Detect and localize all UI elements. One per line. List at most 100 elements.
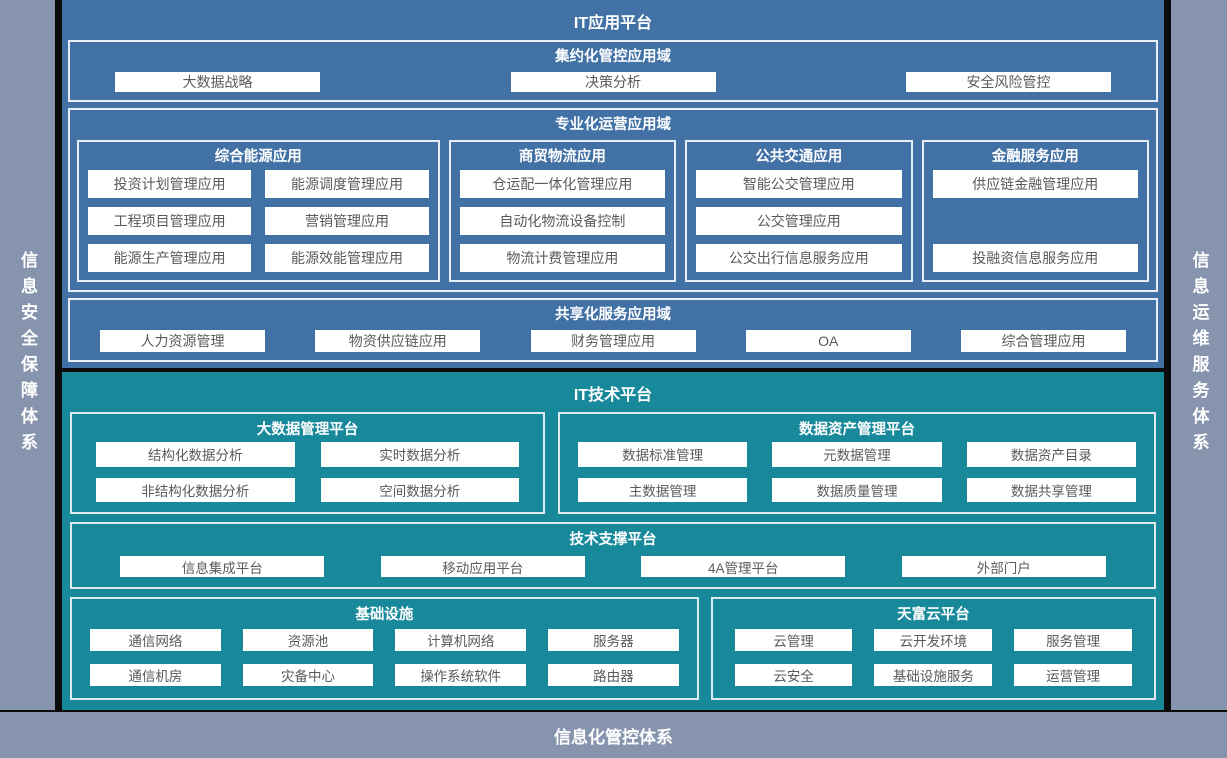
diagram-node: 移动应用平台 [380, 556, 585, 577]
diagram-node: 外部门户 [901, 556, 1106, 577]
diagram-node: 通信网络 [90, 629, 221, 651]
diagram-node: 仓运配一体化管理应用 [459, 170, 666, 198]
right-sidebar-label: 信息运维服务体系 [1189, 251, 1209, 459]
diagram-node: 工程项目管理应用 [88, 207, 252, 235]
group-finance: 金融服务应用 供应链金融管理应用 投融资信息服务应用 [921, 140, 1150, 282]
diagram-content: IT应用平台 集约化管控应用域 大数据战略 决策分析 安全风险管控 专业化运营应… [62, 0, 1164, 710]
app-platform-title: IT应用平台 [573, 15, 653, 32]
diagram-node: 云开发环境 [874, 629, 993, 651]
diagram-node: 物资供应链应用 [315, 330, 481, 352]
diagram-node: 路由器 [548, 664, 679, 686]
cloud-grid: 云管理 云开发环境 服务管理 云安全 基础设施服务 运营管理 [713, 627, 1154, 698]
diagram-node: 投融资信息服务应用 [932, 244, 1139, 272]
diagram-node: 能源生产管理应用 [88, 244, 252, 272]
bottom-bar-label: 信息化管控体系 [554, 727, 673, 747]
group-logistics: 商贸物流应用 仓运配一体化管理应用 自动化物流设备控制 物流计费管理应用 [448, 140, 677, 282]
bigdata-platform-title: 大数据管理平台 [256, 422, 359, 438]
diagram-node: 营销管理应用 [265, 207, 429, 235]
diagram-node: 安全风险管控 [906, 72, 1111, 92]
diagram-node: 综合管理应用 [961, 330, 1126, 352]
diagram-node: 灾备中心 [242, 664, 374, 686]
diagram-node: 元数据管理 [772, 442, 942, 467]
data-asset-platform-title: 数据资产管理平台 [799, 422, 915, 438]
data-asset-platform-box: 数据资产管理平台 数据标准管理 元数据管理 数据资产目录 主数据管理 数据质量管… [558, 412, 1156, 514]
diagram-node: 数据资产目录 [966, 442, 1136, 467]
specialized-domain-box: 专业化运营应用域 综合能源应用 投资计划管理应用 能源调度管理应用 工程项目管理… [68, 108, 1158, 292]
bottom-divider [0, 710, 1227, 712]
diagram-node: 数据质量管理 [772, 477, 942, 502]
diagram-node: 投资计划管理应用 [88, 170, 252, 198]
tech-body: 大数据管理平台 结构化数据分析 实时数据分析 非结构化数据分析 空间数据分析 数… [62, 412, 1164, 710]
diagram-node: 主数据管理 [578, 477, 748, 502]
diagram-node: 数据标准管理 [578, 442, 748, 467]
diagram-node: 决策分析 [510, 72, 716, 92]
main-row: 信息安全保障体系 IT应用平台 集约化管控应用域 大数据战略 决策分析 安全风险… [0, 0, 1209, 710]
diagram-node: 计算机网络 [395, 629, 527, 651]
group-energy-grid: 投资计划管理应用 能源调度管理应用 工程项目管理应用 营销管理应用 能源生产管理… [88, 170, 429, 272]
bigdata-platform-box: 大数据管理平台 结构化数据分析 实时数据分析 非结构化数据分析 空间数据分析 [70, 412, 546, 514]
diagram-node: 物流计费管理应用 [459, 244, 666, 272]
data-asset-grid: 数据标准管理 元数据管理 数据资产目录 主数据管理 数据质量管理 数据共享管理 [560, 442, 1154, 512]
group-transit-grid: 智能公交管理应用 公交管理应用 公交出行信息服务应用 [696, 170, 902, 272]
diagram-node: 基础设施服务 [874, 664, 993, 686]
app-platform-panel: IT应用平台 集约化管控应用域 大数据战略 决策分析 安全风险管控 专业化运营应… [62, 0, 1164, 368]
group-finance-title: 金融服务应用 [991, 149, 1079, 165]
specialized-groups: 综合能源应用 投资计划管理应用 能源调度管理应用 工程项目管理应用 营销管理应用… [70, 136, 1156, 290]
group-transit-title: 公共交通应用 [755, 149, 843, 165]
group-finance-grid: 供应链金融管理应用 投融资信息服务应用 [932, 170, 1139, 272]
group-logistics-title: 商贸物流应用 [518, 149, 606, 165]
infrastructure-grid: 通信网络 资源池 计算机网络 服务器 通信机房 灾备中心 操作系统软件 路由器 [72, 627, 697, 698]
diagram-node: 操作系统软件 [395, 664, 527, 686]
diagram-node: 大数据战略 [115, 72, 320, 92]
diagram-node: 供应链金融管理应用 [932, 170, 1139, 198]
shared-items-row: 人力资源管理 物资供应链应用 财务管理应用 OA 综合管理应用 [70, 326, 1156, 360]
tech-support-box: 技术支撑平台 信息集成平台 移动应用平台 4A管理平台 外部门户 [70, 522, 1156, 589]
diagram-node: 公交出行信息服务应用 [696, 244, 902, 272]
diagram-node: 非结构化数据分析 [96, 477, 295, 502]
diagram-node: 结构化数据分析 [96, 442, 295, 467]
intensive-domain-box: 集约化管控应用域 大数据战略 决策分析 安全风险管控 [68, 40, 1158, 102]
tech-support-row: 信息集成平台 移动应用平台 4A管理平台 外部门户 [72, 552, 1154, 587]
group-energy-title: 综合能源应用 [214, 149, 302, 165]
diagram-node: 资源池 [242, 629, 374, 651]
infrastructure-box: 基础设施 通信网络 资源池 计算机网络 服务器 通信机房 灾备中心 操作系统软件… [70, 597, 699, 700]
diagram-node: 自动化物流设备控制 [459, 207, 666, 235]
diagram-node: OA [745, 330, 911, 352]
tech-row-data: 大数据管理平台 结构化数据分析 实时数据分析 非结构化数据分析 空间数据分析 数… [70, 412, 1156, 514]
diagram-node: 服务管理 [1014, 629, 1132, 651]
group-logistics-grid: 仓运配一体化管理应用 自动化物流设备控制 物流计费管理应用 [459, 170, 666, 272]
diagram-node: 公交管理应用 [696, 207, 902, 235]
specialized-domain-title: 专业化运营应用域 [555, 117, 671, 133]
diagram-node: 实时数据分析 [320, 442, 520, 467]
left-sidebar: 信息安全保障体系 [0, 0, 55, 710]
diagram-node: 信息集成平台 [120, 556, 325, 577]
bigdata-grid: 结构化数据分析 实时数据分析 非结构化数据分析 空间数据分析 [72, 442, 543, 512]
group-energy: 综合能源应用 投资计划管理应用 能源调度管理应用 工程项目管理应用 营销管理应用… [77, 140, 440, 282]
diagram-node: 智能公交管理应用 [696, 170, 902, 198]
diagram-node: 空间数据分析 [320, 477, 520, 502]
diagram-node: 运营管理 [1014, 664, 1132, 686]
shared-domain-title: 共享化服务应用域 [555, 307, 671, 323]
diagram-node: 人力资源管理 [100, 330, 265, 352]
tech-row-infra: 基础设施 通信网络 资源池 计算机网络 服务器 通信机房 灾备中心 操作系统软件… [70, 597, 1156, 700]
diagram-node: 服务器 [548, 629, 679, 651]
diagram-node: 云安全 [734, 664, 853, 686]
diagram-node: 4A管理平台 [641, 556, 846, 577]
tech-platform-panel: IT技术平台 大数据管理平台 结构化数据分析 实时数据分析 非结构化数据分析 空… [62, 372, 1164, 710]
diagram-node: 通信机房 [90, 664, 221, 686]
intensive-domain-title: 集约化管控应用域 [555, 49, 671, 65]
group-transit: 公共交通应用 智能公交管理应用 公交管理应用 公交出行信息服务应用 [685, 140, 913, 282]
left-divider [55, 0, 62, 710]
diagram-node: 数据共享管理 [966, 477, 1136, 502]
diagram-node: 能源效能管理应用 [265, 244, 429, 272]
intensive-items-row: 大数据战略 决策分析 安全风险管控 [70, 68, 1156, 100]
tech-platform-title: IT技术平台 [573, 387, 653, 404]
cloud-platform-box: 天富云平台 云管理 云开发环境 服务管理 云安全 基础设施服务 运营管理 [710, 597, 1156, 700]
tech-support-title: 技术支撑平台 [569, 532, 657, 548]
right-divider [1164, 0, 1171, 710]
diagram-node: 云管理 [734, 629, 853, 651]
panel-divider [62, 368, 1164, 372]
infrastructure-title: 基础设施 [355, 607, 414, 623]
shared-domain-box: 共享化服务应用域 人力资源管理 物资供应链应用 财务管理应用 OA 综合管理应用 [68, 298, 1158, 362]
